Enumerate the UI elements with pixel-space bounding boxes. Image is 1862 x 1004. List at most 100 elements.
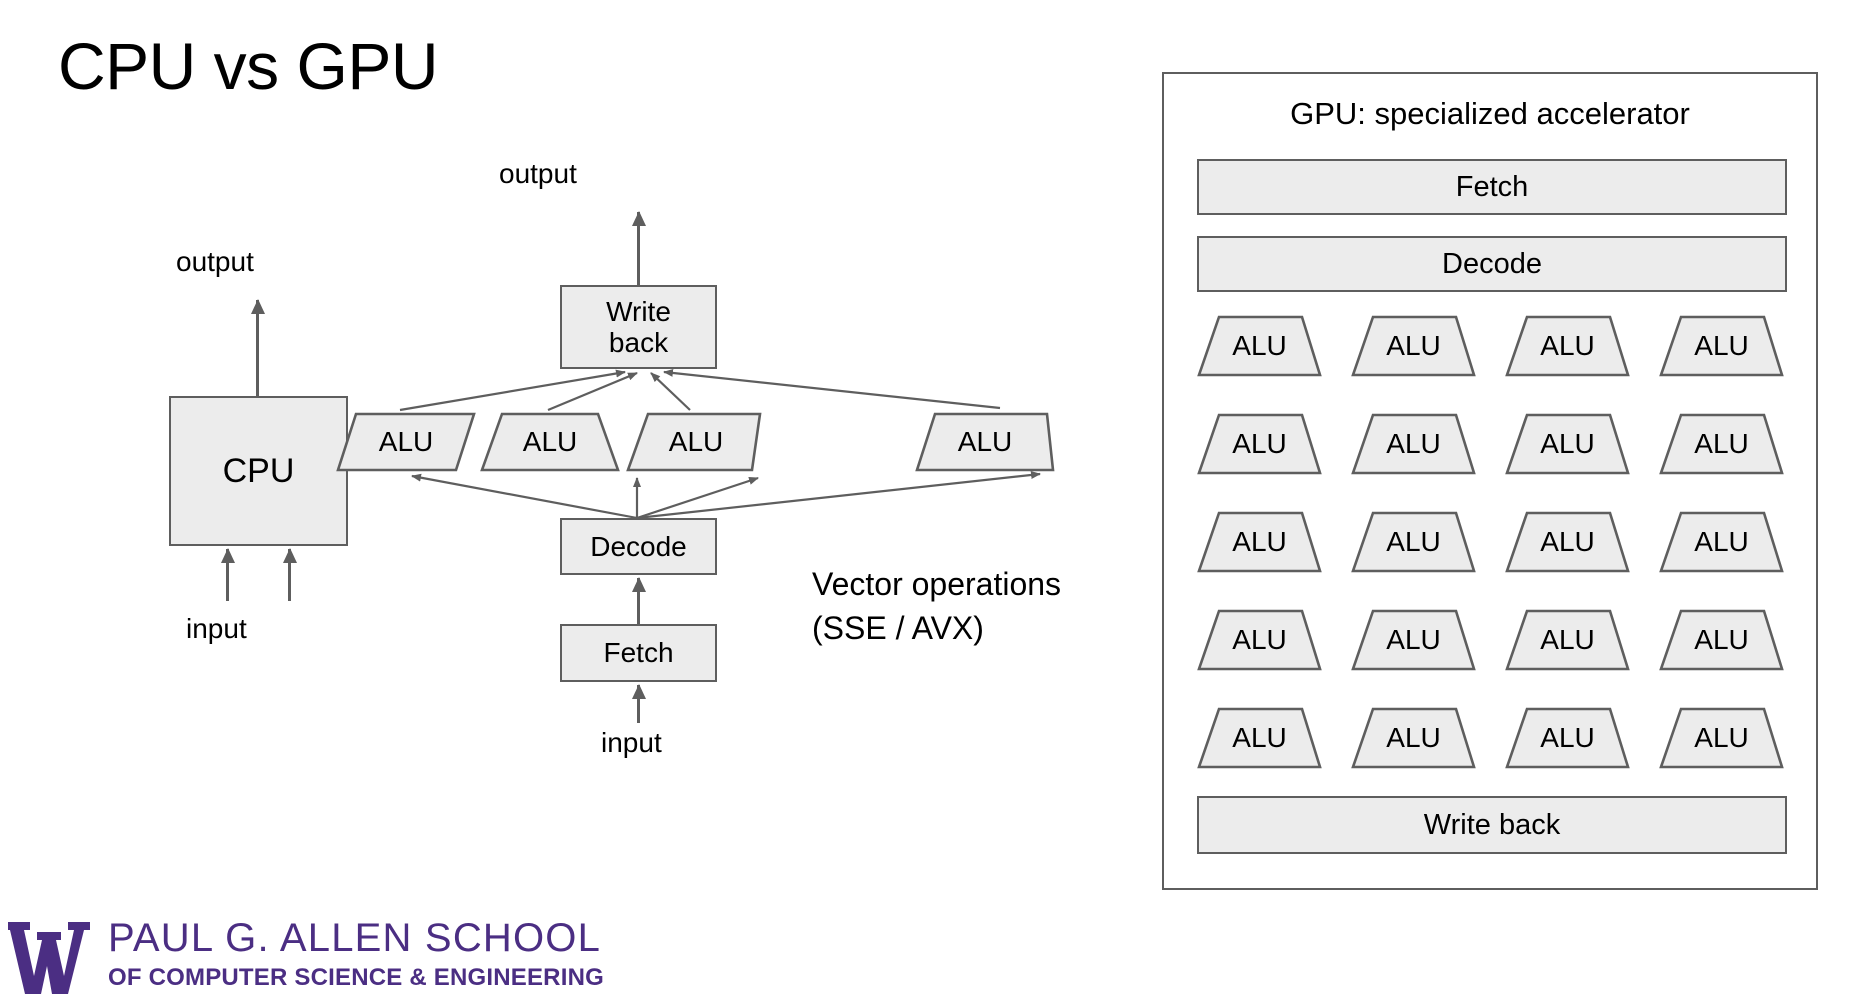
cpu-output-arrow	[256, 300, 259, 396]
gpu-alu-r1c4: ALU	[1659, 315, 1784, 377]
pipeline-alu-3-label: ALU	[668, 426, 724, 457]
logo-line-2: OF COMPUTER SCIENCE & ENGINEERING	[108, 964, 604, 991]
gpu-alu-label: ALU	[1232, 428, 1287, 459]
gpu-alu-r4c4: ALU	[1659, 609, 1784, 671]
gpu-decode-bar: Decode	[1197, 236, 1787, 292]
alu-trapezoid-shape	[1197, 511, 1322, 573]
gpu-alu-label: ALU	[1386, 624, 1441, 655]
cpu-box: CPU	[169, 396, 348, 546]
pipeline-alu-1-label: ALU	[378, 426, 434, 457]
gpu-alu-r4c2: ALU	[1351, 609, 1476, 671]
alu-trapezoid-shape	[1505, 707, 1630, 769]
alu-trapezoid-shape	[480, 412, 620, 472]
fetch-to-decode-arrow	[637, 578, 640, 624]
pipeline-alu-3: ALU	[626, 412, 766, 472]
gpu-alu-label: ALU	[1694, 330, 1749, 361]
vector-note-line-1: Vector operations	[812, 566, 1062, 602]
alu-trapezoid-shape	[1197, 609, 1322, 671]
allen-school-logo: PAUL G. ALLEN SCHOOL OF COMPUTER SCIENCE…	[0, 912, 620, 1004]
fetch-box: Fetch	[560, 624, 717, 682]
logo-line-1: PAUL G. ALLEN SCHOOL	[108, 916, 602, 960]
alu-trapezoid-shape	[1659, 413, 1784, 475]
alu-trapezoid-shape	[1351, 315, 1476, 377]
alu-trapezoid-shape	[1351, 609, 1476, 671]
alu-trapezoid-shape	[1659, 609, 1784, 671]
gpu-alu-label: ALU	[1694, 624, 1749, 655]
gpu-alu-r2c3: ALU	[1505, 413, 1630, 475]
pipeline-alu-2-label: ALU	[522, 426, 578, 457]
pipeline-alu-1: ALU	[336, 412, 476, 472]
vector-note-line-2: (SSE / AVX)	[812, 610, 984, 646]
gpu-alu-r4c3: ALU	[1505, 609, 1630, 671]
gpu-alu-r5c4: ALU	[1659, 707, 1784, 769]
gpu-alu-r5c1: ALU	[1197, 707, 1322, 769]
gpu-panel: GPU: specialized accelerator Fetch Decod…	[1162, 72, 1818, 890]
gpu-alu-r2c1: ALU	[1197, 413, 1322, 475]
gpu-alu-r3c1: ALU	[1197, 511, 1322, 573]
alu-trapezoid-shape	[1505, 413, 1630, 475]
gpu-fetch-bar: Fetch	[1197, 159, 1787, 215]
pipeline-output-label: output	[499, 158, 577, 189]
alu-trapezoid-shape	[915, 412, 1055, 472]
gpu-alu-r4c1: ALU	[1197, 609, 1322, 671]
uw-w-icon	[8, 922, 90, 994]
gpu-panel-title: GPU: specialized accelerator	[1290, 96, 1690, 131]
alu-trapezoid-shape	[1351, 707, 1476, 769]
cpu-input-arrow-left	[226, 549, 229, 601]
pipeline-input-label: input	[601, 727, 662, 758]
alu-trapezoid-shape	[1351, 413, 1476, 475]
gpu-alu-label: ALU	[1694, 722, 1749, 753]
alu-trapezoid-shape	[1197, 413, 1322, 475]
alu-trapezoid-shape	[1659, 511, 1784, 573]
gpu-alu-label: ALU	[1386, 526, 1441, 557]
gpu-alu-label: ALU	[1540, 428, 1595, 459]
cpu-input-label: input	[186, 613, 247, 644]
pipeline-input-arrow	[637, 685, 640, 723]
gpu-alu-label: ALU	[1694, 428, 1749, 459]
gpu-alu-label: ALU	[1386, 428, 1441, 459]
gpu-alu-r5c3: ALU	[1505, 707, 1630, 769]
page-title: CPU vs GPU	[58, 29, 439, 103]
gpu-alu-r1c3: ALU	[1505, 315, 1630, 377]
writeback-box: Write back	[560, 285, 717, 369]
writeback-line-1: Write	[606, 295, 671, 327]
alu-trapezoid-shape	[1659, 707, 1784, 769]
gpu-alu-r3c3: ALU	[1505, 511, 1630, 573]
gpu-alu-r3c4: ALU	[1659, 511, 1784, 573]
gpu-alu-r1c1: ALU	[1197, 315, 1322, 377]
gpu-alu-label: ALU	[1386, 722, 1441, 753]
gpu-alu-r5c2: ALU	[1351, 707, 1476, 769]
gpu-alu-label: ALU	[1232, 722, 1287, 753]
alu-trapezoid-shape	[336, 412, 476, 472]
gpu-alu-label: ALU	[1540, 526, 1595, 557]
gpu-alu-label: ALU	[1540, 624, 1595, 655]
gpu-alu-label: ALU	[1232, 624, 1287, 655]
gpu-alu-r1c2: ALU	[1351, 315, 1476, 377]
alu-trapezoid-shape	[1197, 315, 1322, 377]
gpu-alu-r3c2: ALU	[1351, 511, 1476, 573]
pipeline-output-arrow	[637, 212, 640, 286]
gpu-alu-label: ALU	[1540, 722, 1595, 753]
alu-trapezoid-shape	[1351, 511, 1476, 573]
gpu-alu-label: ALU	[1232, 330, 1287, 361]
cpu-output-label: output	[176, 246, 254, 277]
gpu-alu-label: ALU	[1232, 526, 1287, 557]
pipeline-alu-4: ALU	[915, 412, 1055, 472]
pipeline-alu-2: ALU	[480, 412, 620, 472]
gpu-alu-label: ALU	[1386, 330, 1441, 361]
alu-trapezoid-shape	[1197, 707, 1322, 769]
gpu-alu-label: ALU	[1540, 330, 1595, 361]
alu-trapezoid-shape	[1659, 315, 1784, 377]
alu-trapezoid-shape	[1505, 511, 1630, 573]
gpu-alu-r2c4: ALU	[1659, 413, 1784, 475]
cpu-input-arrow-right	[288, 549, 291, 601]
gpu-alu-grid: ALU ALU ALU ALU ALU ALU	[1197, 315, 1787, 769]
alu-trapezoid-shape	[1505, 315, 1630, 377]
alu-trapezoid-shape	[626, 412, 762, 472]
gpu-alu-r2c2: ALU	[1351, 413, 1476, 475]
decode-box: Decode	[560, 518, 717, 575]
pipeline-alu-4-label: ALU	[957, 426, 1013, 457]
writeback-line-2: back	[608, 327, 669, 358]
gpu-alu-label: ALU	[1694, 526, 1749, 557]
